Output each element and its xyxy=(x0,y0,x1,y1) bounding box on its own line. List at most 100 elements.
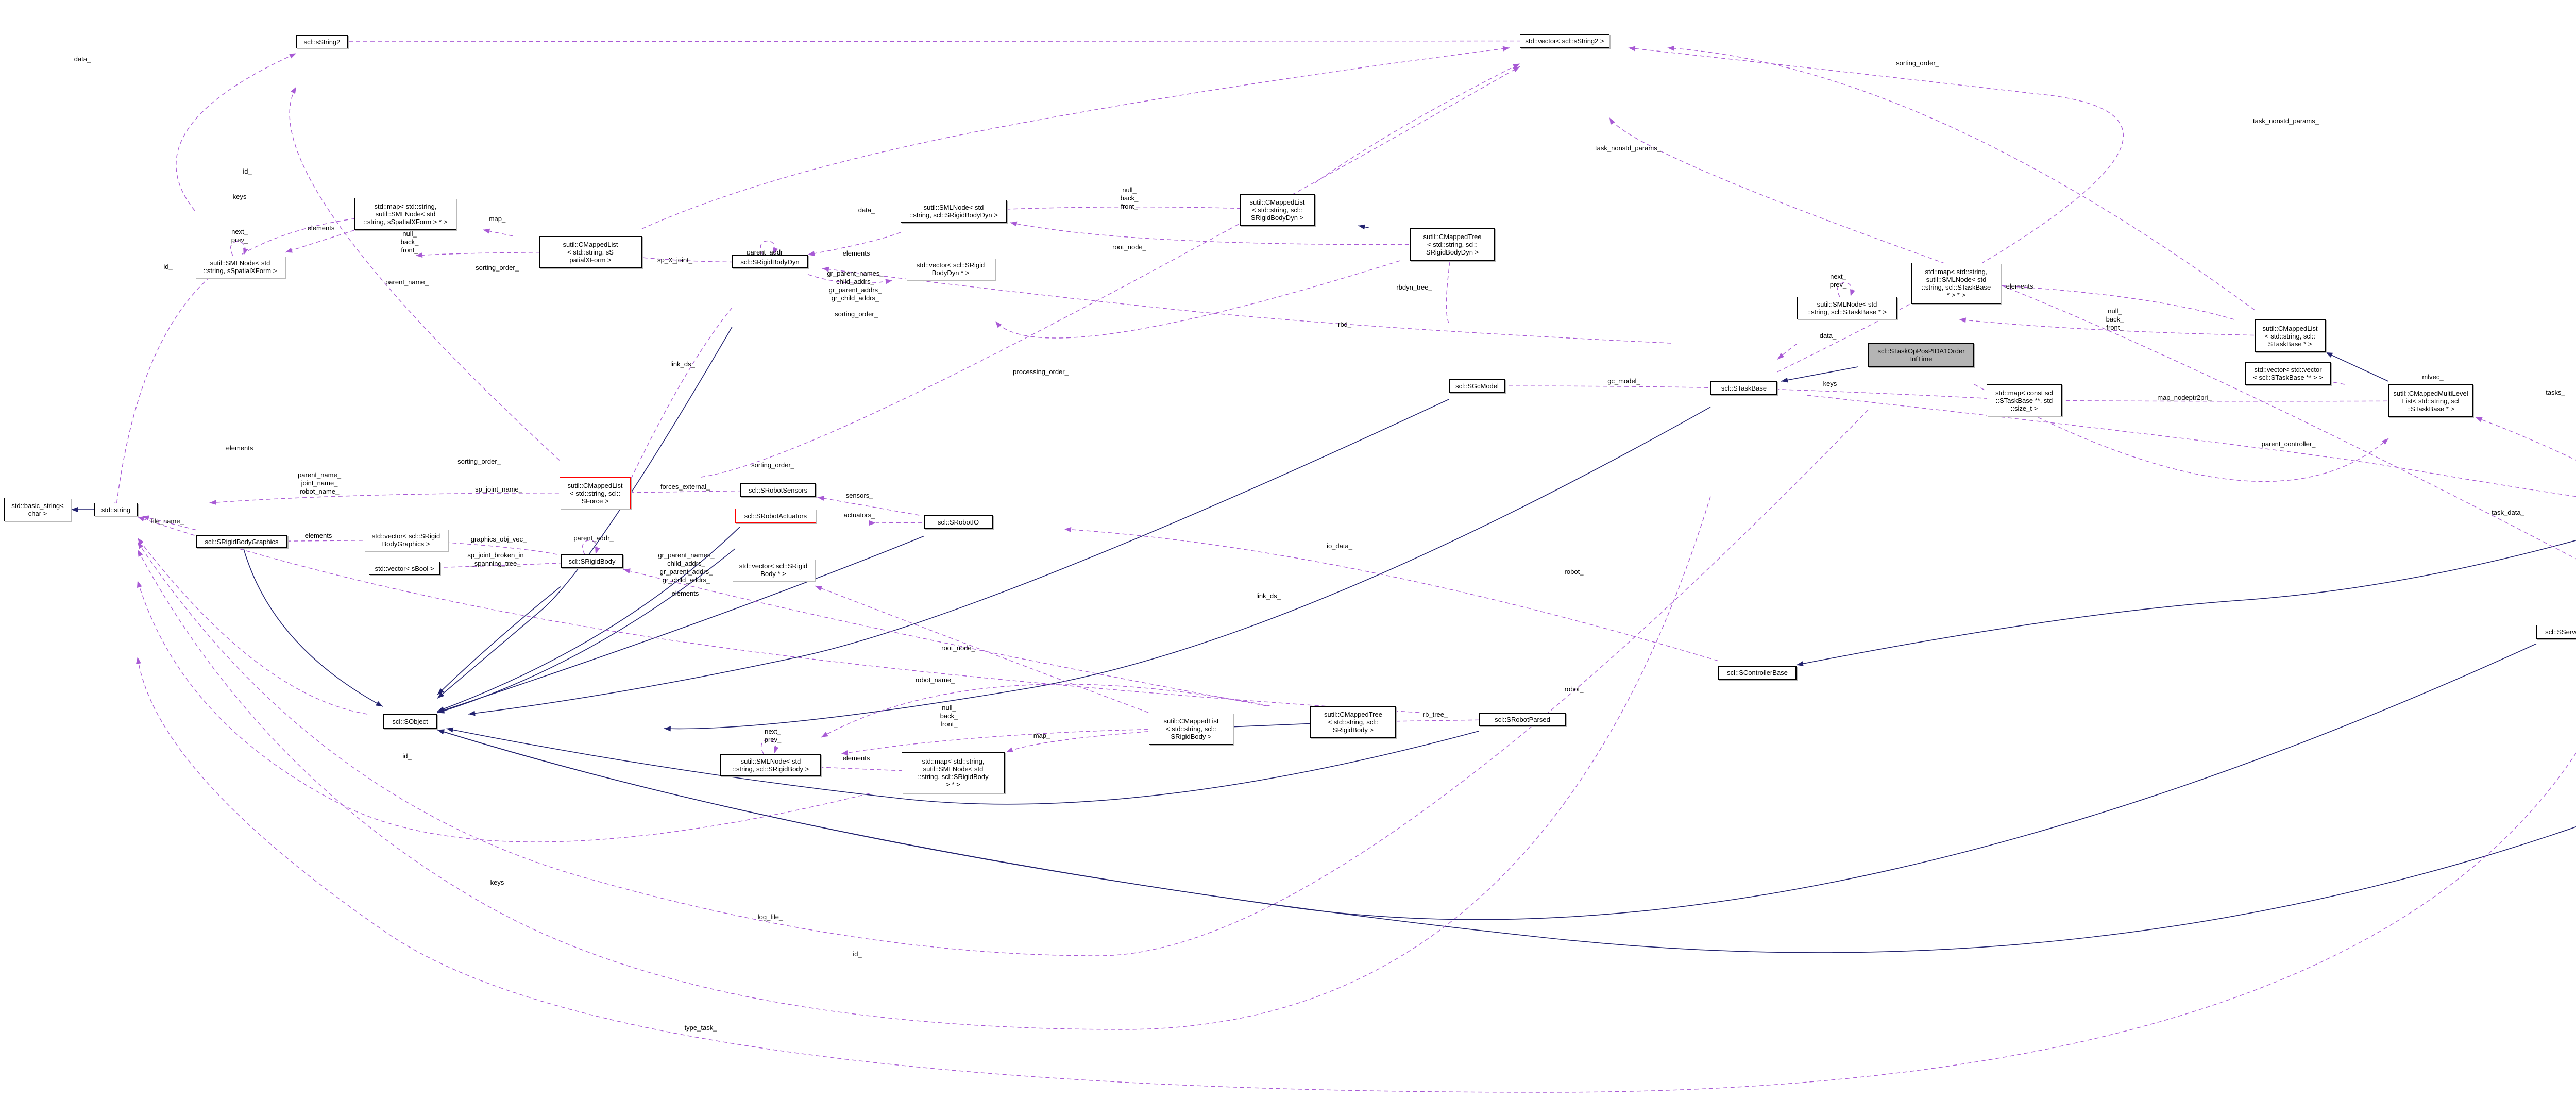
node-map-smlnode-staskbase[interactable]: std::map< std::string,sutil::SMLNode< st… xyxy=(1911,263,2001,304)
usage-edge xyxy=(841,728,1192,754)
node-label-line: sutil::SMLNode< std xyxy=(923,204,984,211)
node-vector-sstring2[interactable]: std::vector< scl::sString2 > xyxy=(1520,34,1609,48)
arrowhead xyxy=(1064,527,1072,532)
usage-edge xyxy=(1667,47,2255,311)
usage-edge xyxy=(285,230,355,253)
inheritance-edge xyxy=(437,643,2537,920)
node-cmappedlist-srigidbody[interactable]: sutil::CMappedList< std::string, scl::SR… xyxy=(1149,713,1233,745)
arrowhead xyxy=(291,87,296,94)
node-label-line: std::basic_string< xyxy=(11,502,64,510)
node-label-line: scl::SRigidBodyDyn xyxy=(740,258,800,266)
node-label-line: SRigidBody > xyxy=(1332,725,1374,734)
usage-edge xyxy=(137,537,368,715)
node-srigidbodygraphics[interactable]: scl::SRigidBodyGraphics xyxy=(196,535,287,548)
node-smlnode-sspatialxform[interactable]: sutil::SMLNode< std::string, sSpatialXFo… xyxy=(195,256,285,278)
node-label-line: sutil::CMappedMultiLevel xyxy=(2393,389,2468,397)
node-label-line: sutil::SMLNode< std xyxy=(923,765,984,773)
node-srobotio[interactable]: scl::SRobotIO xyxy=(924,515,993,529)
node-label-line: scl::SGcModel xyxy=(1455,382,1499,390)
node-sservo[interactable]: scl::SServo xyxy=(2536,625,2576,639)
node-basic-string[interactable]: std::basic_string<char > xyxy=(4,498,71,521)
node-srigidbody[interactable]: scl::SRigidBody xyxy=(561,554,623,568)
node-sgcmodel[interactable]: scl::SGcModel xyxy=(1449,379,1505,393)
node-cmappedlist-staskbase-ptr[interactable]: sutil::CMappedList< std::string, scl::ST… xyxy=(2255,319,2326,352)
usage-edge xyxy=(1010,222,1453,245)
inheritance-edge xyxy=(664,407,1711,730)
usage-edge xyxy=(176,53,297,211)
node-label-line: scl::SRobotActuators xyxy=(744,512,807,520)
arrowhead xyxy=(817,496,825,501)
usage-edge xyxy=(701,66,1520,478)
arrowhead xyxy=(446,727,454,733)
node-label-line: sutil::CMappedTree xyxy=(1423,232,1482,241)
arrowhead xyxy=(137,581,142,588)
node-srigidbodydyn[interactable]: scl::SRigidBodyDyn xyxy=(732,255,808,268)
usage-edge xyxy=(321,40,1565,42)
node-map-smlnode-srigidbody[interactable]: std::map< std::string,sutil::SMLNode< st… xyxy=(902,752,1005,793)
node-label-line: sutil::CMappedList xyxy=(1249,198,1305,206)
node-map-smlnode-sspatialxform[interactable]: std::map< std::string,sutil::SMLNode< st… xyxy=(354,198,456,230)
node-scontrollerbase[interactable]: scl::SControllerBase xyxy=(1718,666,1797,680)
node-label-line: < std::string, scl:: xyxy=(1427,240,1478,248)
node-srobotparsed[interactable]: scl::SRobotParsed xyxy=(1479,713,1566,726)
node-label-line: sutil::SMLNode< std xyxy=(740,757,801,765)
node-sobject[interactable]: scl::SObject xyxy=(383,714,437,729)
inheritance-edge xyxy=(1781,366,1858,382)
usage-edge xyxy=(137,496,1711,1030)
usage-edge xyxy=(137,580,870,842)
node-label-line: Body * > xyxy=(760,570,786,578)
node-sstring2[interactable]: scl::sString2 xyxy=(296,35,348,48)
arrowhead xyxy=(623,568,631,574)
usage-edge xyxy=(1064,529,1719,662)
node-vector-sbool[interactable]: std::vector< sBool > xyxy=(369,562,440,575)
node-label-line: sutil::CMappedList xyxy=(1163,717,1219,725)
usage-edge xyxy=(115,213,406,510)
node-cmappedlist-srigidbodydyn[interactable]: sutil::CMappedList< std::string, scl::SR… xyxy=(1240,194,1315,226)
inheritance-edge xyxy=(468,399,1449,715)
node-label-line: scl::SRobotParsed xyxy=(1495,715,1550,723)
node-label-line: < std::string, scl:: xyxy=(570,489,620,497)
node-label-line: ::string, scl::SRigidBody > xyxy=(732,765,809,773)
node-label-line: sutil::SMLNode< std xyxy=(375,210,436,218)
node-cmappedtree-srigidbody[interactable]: sutil::CMappedTree< std::string, scl::SR… xyxy=(1310,706,1396,738)
node-label-line: ::STaskBase * > xyxy=(2406,404,2455,413)
node-label-line: scl::SControllerBase xyxy=(1727,669,1788,677)
usage-edge xyxy=(2475,417,2576,461)
node-label-line: sutil::SMLNode< std xyxy=(1817,300,1877,308)
arrowhead xyxy=(2475,417,2483,422)
usage-edge xyxy=(623,307,733,495)
node-smlnode-srigidbodydyn[interactable]: sutil::SMLNode< std::string, scl::SRigid… xyxy=(901,200,1007,223)
node-label-line: SRigidBodyDyn > xyxy=(1250,213,1304,222)
node-srobotsensors[interactable]: scl::SRobotSensors xyxy=(740,483,816,497)
node-label-line: SRigidBody > xyxy=(1171,732,1212,740)
node-srobotactuators[interactable]: scl::SRobotActuators xyxy=(735,509,816,523)
node-cmappedlist-sforce[interactable]: sutil::CMappedList< std::string, scl::SF… xyxy=(560,477,631,509)
node-staskbase[interactable]: scl::STaskBase xyxy=(1710,381,1777,395)
inheritance-edge xyxy=(437,326,733,699)
usage-edge xyxy=(1807,395,2576,497)
node-smlnode-srigidbody[interactable]: sutil::SMLNode< std::string, scl::SRigid… xyxy=(720,754,821,776)
usage-edge xyxy=(1628,47,2124,373)
arrowhead xyxy=(821,732,828,737)
node-label-line: < scl::STaskBase ** > > xyxy=(2253,374,2323,381)
usage-edge xyxy=(142,516,196,531)
arrowhead xyxy=(1628,46,1636,52)
node-smlnode-staskbase[interactable]: sutil::SMLNode< std::string, scl::STaskB… xyxy=(1797,297,1897,319)
arrowhead xyxy=(1850,289,1855,296)
arrowhead xyxy=(437,692,445,699)
node-label-line: std::vector< scl::SRigid xyxy=(916,261,985,269)
node-map-staskbase-sizet[interactable]: std::map< const scl::STaskBase **, std::… xyxy=(1987,384,2062,416)
node-label-line: ::STaskBase **, std xyxy=(1995,396,2053,404)
node-label-line: SRigidBodyDyn > xyxy=(1426,248,1479,256)
arrowhead xyxy=(1781,377,1788,383)
usage-edge xyxy=(623,569,1267,706)
node-std-string[interactable]: std::string xyxy=(94,503,138,516)
node-vector-vector-staskbase[interactable]: std::vector< std::vector< scl::STaskBase… xyxy=(2245,362,2331,385)
node-cmappedtree-srigidbodydyn[interactable]: sutil::CMappedTree< std::string, scl::SR… xyxy=(1410,228,1495,261)
